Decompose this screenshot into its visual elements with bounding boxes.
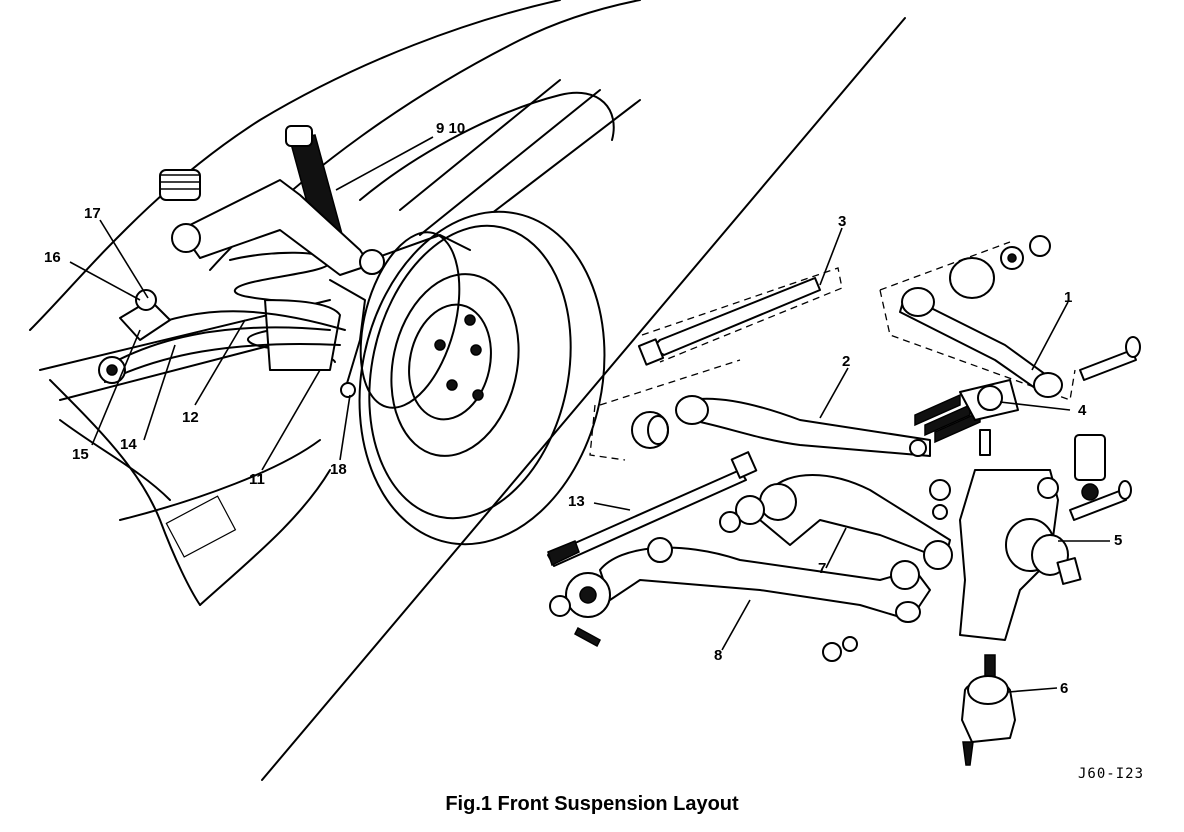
callout-8: 8 bbox=[714, 647, 723, 664]
callout-5: 5 bbox=[1114, 532, 1123, 549]
callout-18: 18 bbox=[330, 461, 347, 478]
callout-16: 16 bbox=[44, 249, 61, 266]
leader-lines bbox=[69, 136, 1110, 693]
callout-11: 11 bbox=[249, 471, 265, 488]
callout-15: 15 bbox=[72, 446, 89, 463]
callout-4: 4 bbox=[1078, 402, 1087, 419]
separator-line bbox=[261, 17, 906, 781]
wheel-assembly bbox=[358, 210, 606, 546]
callout-6: 6 bbox=[1060, 680, 1069, 697]
callout-7: 7 bbox=[818, 560, 827, 577]
callout-9-10: 9 10 bbox=[436, 120, 466, 137]
figure-caption: Fig.1 Front Suspension Layout bbox=[445, 793, 739, 815]
callout-13: 13 bbox=[568, 493, 585, 510]
figure-code: J60-I23 bbox=[1078, 766, 1145, 782]
callout-12: 12 bbox=[182, 409, 199, 426]
callout-1: 1 bbox=[1064, 289, 1073, 306]
left-suspension-assembly bbox=[98, 125, 385, 398]
callout-14: 14 bbox=[120, 436, 137, 453]
callout-3: 3 bbox=[838, 213, 847, 230]
exploded-parts bbox=[547, 235, 1141, 766]
callout-2: 2 bbox=[842, 353, 851, 370]
callout-17: 17 bbox=[84, 205, 101, 222]
